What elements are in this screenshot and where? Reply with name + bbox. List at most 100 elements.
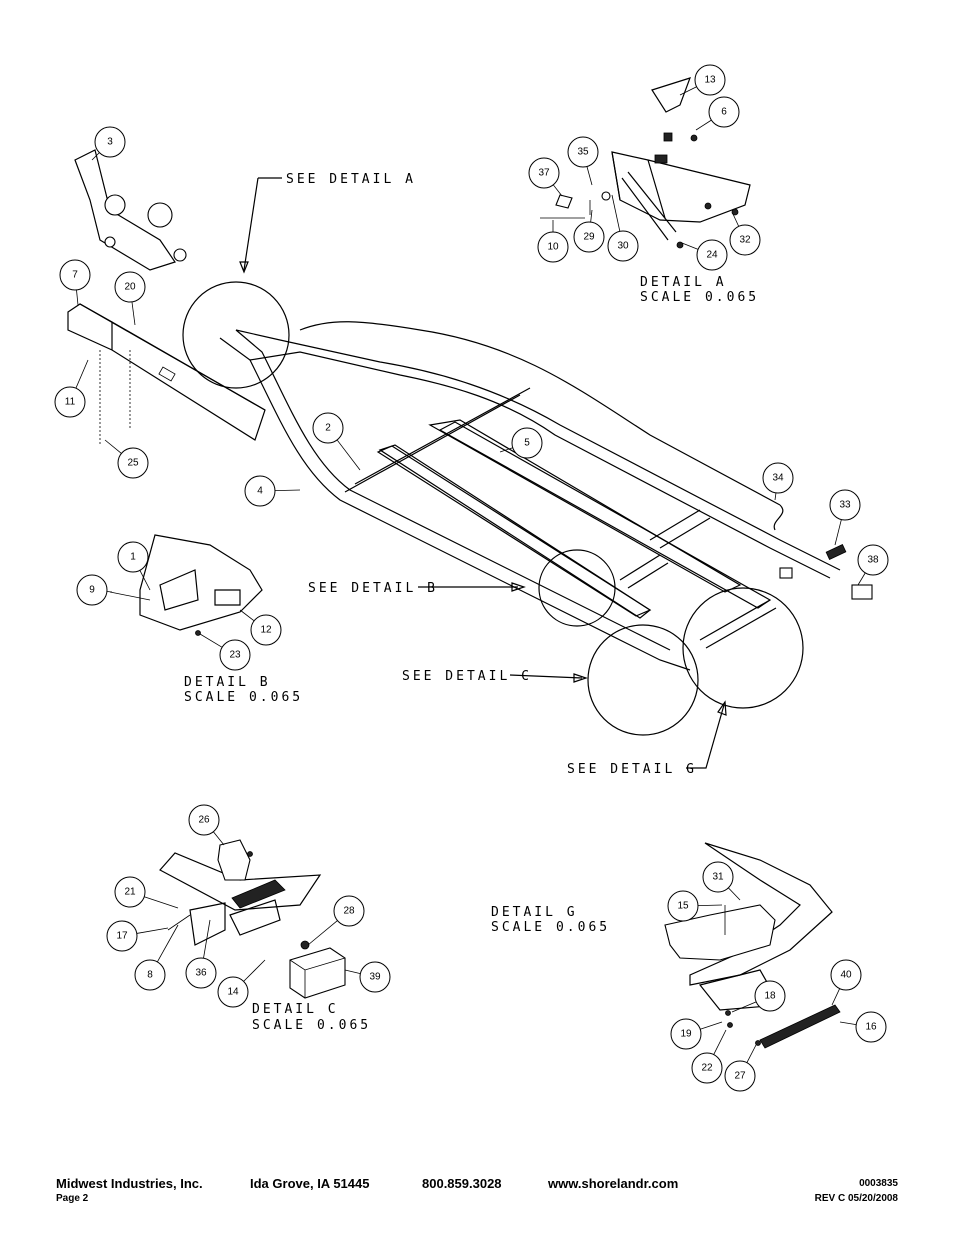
balloon-number-16: 16 [865, 1022, 877, 1033]
balloon-number-27: 27 [734, 1071, 746, 1082]
balloon-leader [774, 492, 777, 501]
balloon-leader [104, 439, 122, 454]
balloon-number-8: 8 [147, 970, 153, 981]
balloon-circle [511, 427, 543, 459]
balloon-leader [106, 591, 113, 593]
balloon-number-14: 14 [227, 987, 239, 998]
balloon-number-35: 35 [577, 147, 589, 158]
footer-phone: 800.859.3028 [422, 1176, 502, 1191]
balloon-number-3: 3 [107, 137, 113, 148]
see-detail-g-label: SEE DETAIL G [567, 762, 697, 777]
balloon-circle [94, 126, 126, 158]
balloon-leader [728, 887, 741, 901]
see-detail-c-label: SEE DETAIL C [402, 669, 532, 684]
balloon-leader [586, 166, 593, 186]
balloon-number-4: 4 [257, 486, 263, 497]
balloon-circle [694, 64, 726, 96]
balloon-leader [156, 924, 179, 963]
detail-a-scale: SCALE 0.065 [640, 290, 759, 305]
balloon-circle [696, 239, 728, 271]
balloon-number-25: 25 [127, 458, 139, 469]
balloon-circle [117, 447, 149, 479]
balloon-leader [274, 489, 301, 492]
balloon-circle [59, 259, 91, 291]
balloon-leader [76, 289, 79, 306]
balloon-circle [134, 959, 166, 991]
balloon-number-39: 39 [369, 972, 381, 983]
balloon-leader [611, 194, 621, 232]
balloon-number-22: 22 [701, 1063, 713, 1074]
balloon-leader [731, 1001, 757, 1013]
balloon-number-24: 24 [706, 250, 718, 261]
balloon-number-17: 17 [116, 931, 128, 942]
balloon-circle [762, 462, 794, 494]
balloon-number-38: 38 [867, 555, 879, 566]
detail-g-circle [682, 587, 804, 709]
footer-revision: REV C 05/20/2008 [814, 1193, 898, 1204]
balloon-leader [679, 86, 697, 96]
balloon-circle [250, 614, 282, 646]
detail-c-title: DETAIL C [252, 1002, 339, 1017]
footer-doc-number: 0003835 [859, 1178, 898, 1189]
balloon-leader [499, 447, 513, 453]
detail-b-scale: SCALE 0.065 [184, 690, 303, 705]
balloon-leader [590, 209, 593, 223]
balloon-number-29: 29 [583, 232, 595, 243]
detail-c-drawing [159, 839, 346, 999]
footer-page: Page 2 [56, 1193, 89, 1204]
balloon-circle [607, 230, 639, 262]
balloon-leader [243, 959, 266, 982]
balloon-circle [857, 544, 889, 576]
balloon-number-1: 1 [130, 552, 136, 563]
balloon-leader [831, 988, 841, 1006]
balloon-number-11: 11 [65, 397, 76, 408]
balloon-leader [91, 152, 100, 161]
balloon-leader [713, 1029, 727, 1055]
detail-g-scale: SCALE 0.065 [491, 920, 610, 935]
balloon-leader [697, 904, 723, 907]
see-detail-b-label: SEE DETAIL B [308, 581, 438, 596]
detail-b-circle [538, 549, 616, 627]
see-detail-a-label: SEE DETAIL A [286, 172, 416, 187]
balloon-circle [244, 475, 276, 507]
balloon-leader [131, 301, 136, 326]
footer-company: Midwest Industries, Inc. [56, 1176, 203, 1191]
balloon-number-34: 34 [772, 473, 784, 484]
balloon-number-10: 10 [547, 242, 559, 253]
balloon-number-28: 28 [343, 906, 355, 917]
balloon-number-5: 5 [524, 438, 530, 449]
balloon-number-26: 26 [198, 815, 210, 826]
balloon-circle [829, 489, 861, 521]
footer-city: Ida Grove, IA 51445 [250, 1176, 370, 1191]
part-number-balloons: 1363537102930243237201125254343338191223… [54, 64, 889, 1092]
balloon-circle [537, 231, 569, 263]
balloon-number-19: 19 [680, 1029, 692, 1040]
trailer-frame [67, 149, 873, 671]
balloon-circle [708, 96, 740, 128]
balloon-number-15: 15 [677, 901, 689, 912]
detail-b-drawing [109, 534, 263, 636]
balloon-circle [117, 541, 149, 573]
balloon-leader [695, 119, 712, 131]
balloon-number-33: 33 [839, 500, 851, 511]
balloon-leader [857, 572, 866, 586]
balloon-number-18: 18 [764, 991, 776, 1002]
balloon-circle [312, 412, 344, 444]
balloon-circle [528, 157, 560, 189]
balloon-circle [567, 136, 599, 168]
balloon-leader [203, 919, 211, 959]
detail-a-title: DETAIL A [640, 275, 727, 290]
balloon-number-12: 12 [260, 625, 272, 636]
balloon-leader [307, 920, 338, 946]
balloon-leader [344, 969, 361, 974]
balloon-number-13: 13 [704, 75, 716, 86]
balloon-leader [199, 633, 223, 648]
balloon-number-20: 20 [124, 282, 136, 293]
balloon-number-9: 9 [89, 585, 95, 596]
balloon-circle [754, 980, 786, 1012]
balloon-circle [185, 957, 217, 989]
balloon-leader [144, 896, 179, 909]
balloon-circle [106, 920, 138, 952]
balloon-leader [552, 184, 563, 197]
balloon-leader [75, 359, 89, 389]
